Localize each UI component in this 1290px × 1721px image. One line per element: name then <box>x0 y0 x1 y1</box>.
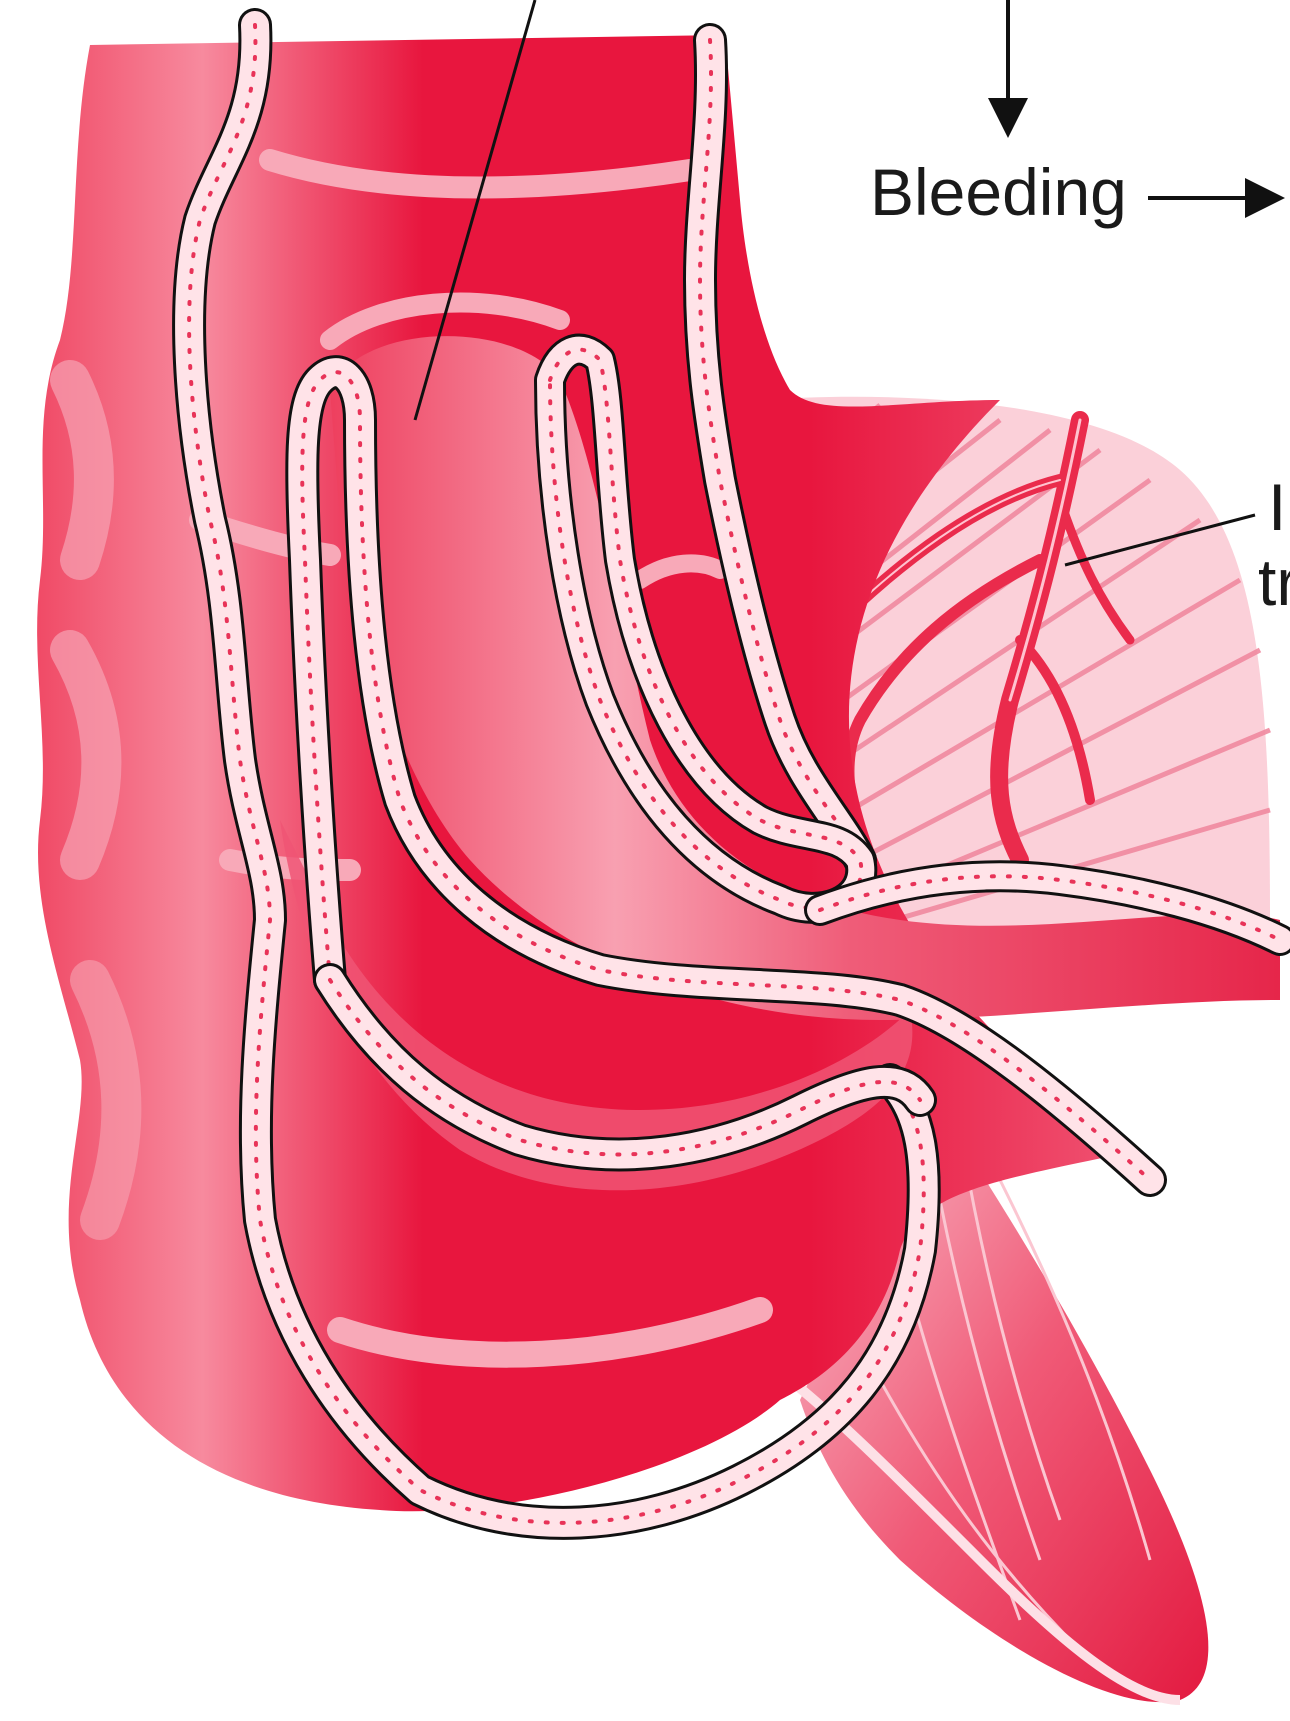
right-partial-label-line2: tr <box>1258 545 1290 619</box>
bleeding-label: Bleeding <box>870 155 1127 229</box>
right-partial-label-line1: I <box>1268 470 1286 544</box>
